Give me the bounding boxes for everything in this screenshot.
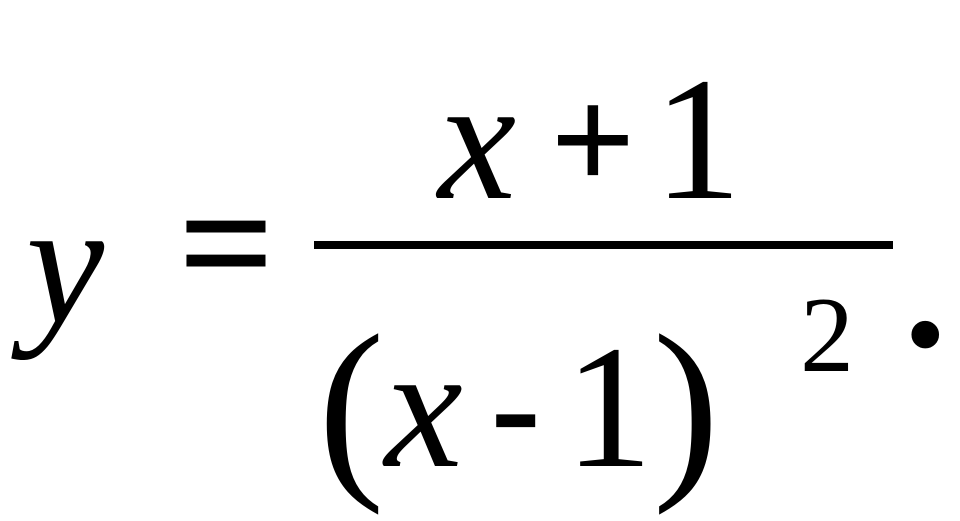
fraction-numerator: x+1: [438, 52, 742, 228]
equals-sign: =: [178, 149, 275, 337]
fraction-denominator: (x-1): [318, 300, 719, 506]
open-parenthesis: (: [318, 295, 385, 516]
numerator-variable-x: x: [438, 42, 517, 237]
denominator-constant: 1: [564, 310, 653, 505]
sentence-period: .: [904, 195, 947, 383]
numerator-constant: 1: [653, 42, 742, 237]
denominator-variable-x: x: [384, 310, 463, 505]
plus-sign: +: [550, 57, 636, 223]
lhs-variable-y: y: [26, 166, 105, 361]
minus-sign: -: [490, 323, 541, 489]
exponent-two: 2: [800, 276, 854, 395]
close-parenthesis: ): [652, 295, 720, 516]
fraction-bar: [314, 241, 893, 249]
